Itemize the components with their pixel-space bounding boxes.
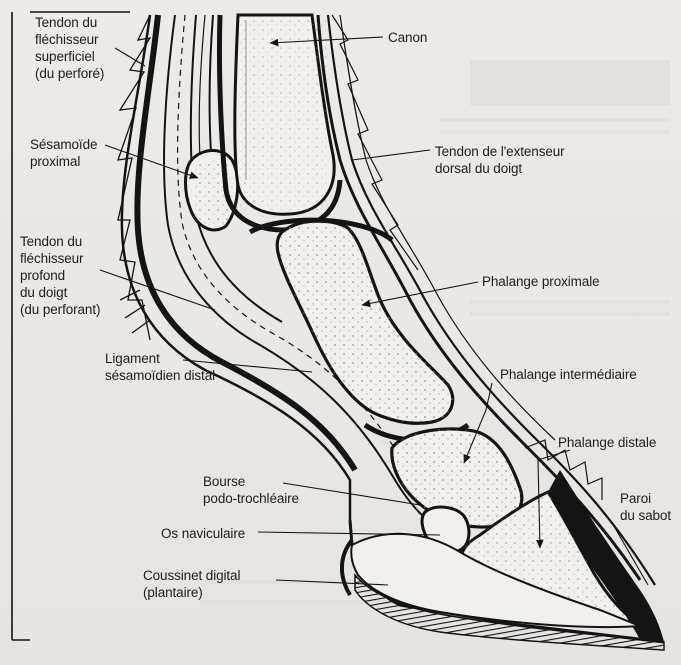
- label-superficial-flexor-tendon: Tendon du fléchisseur superficiel (du pe…: [35, 14, 104, 82]
- label-distal-sesamoidean-ligament: Ligament sésamoïdien distal: [105, 350, 215, 384]
- label-intermediate-phalanx: Phalange intermédiaire: [500, 366, 637, 383]
- label-navicular-bone: Os naviculaire: [161, 525, 245, 542]
- label-podotrochlear-bursa: Bourse podo-trochléaire: [203, 473, 299, 507]
- label-deep-flexor-tendon: Tendon du fléchisseur profond du doigt (…: [20, 233, 100, 318]
- label-extensor-tendon: Tendon de l'extenseur dorsal du doigt: [435, 143, 565, 177]
- label-proximal-phalanx: Phalange proximale: [482, 273, 600, 290]
- label-proximal-sesamoid: Sésamoïde proximal: [30, 136, 97, 170]
- label-digital-cushion: Coussinet digital (plantaire): [143, 567, 240, 601]
- label-distal-phalanx: Phalange distale: [558, 434, 656, 451]
- label-hoof-wall: Paroi du sabot: [620, 490, 671, 524]
- label-cannon: Canon: [388, 29, 427, 46]
